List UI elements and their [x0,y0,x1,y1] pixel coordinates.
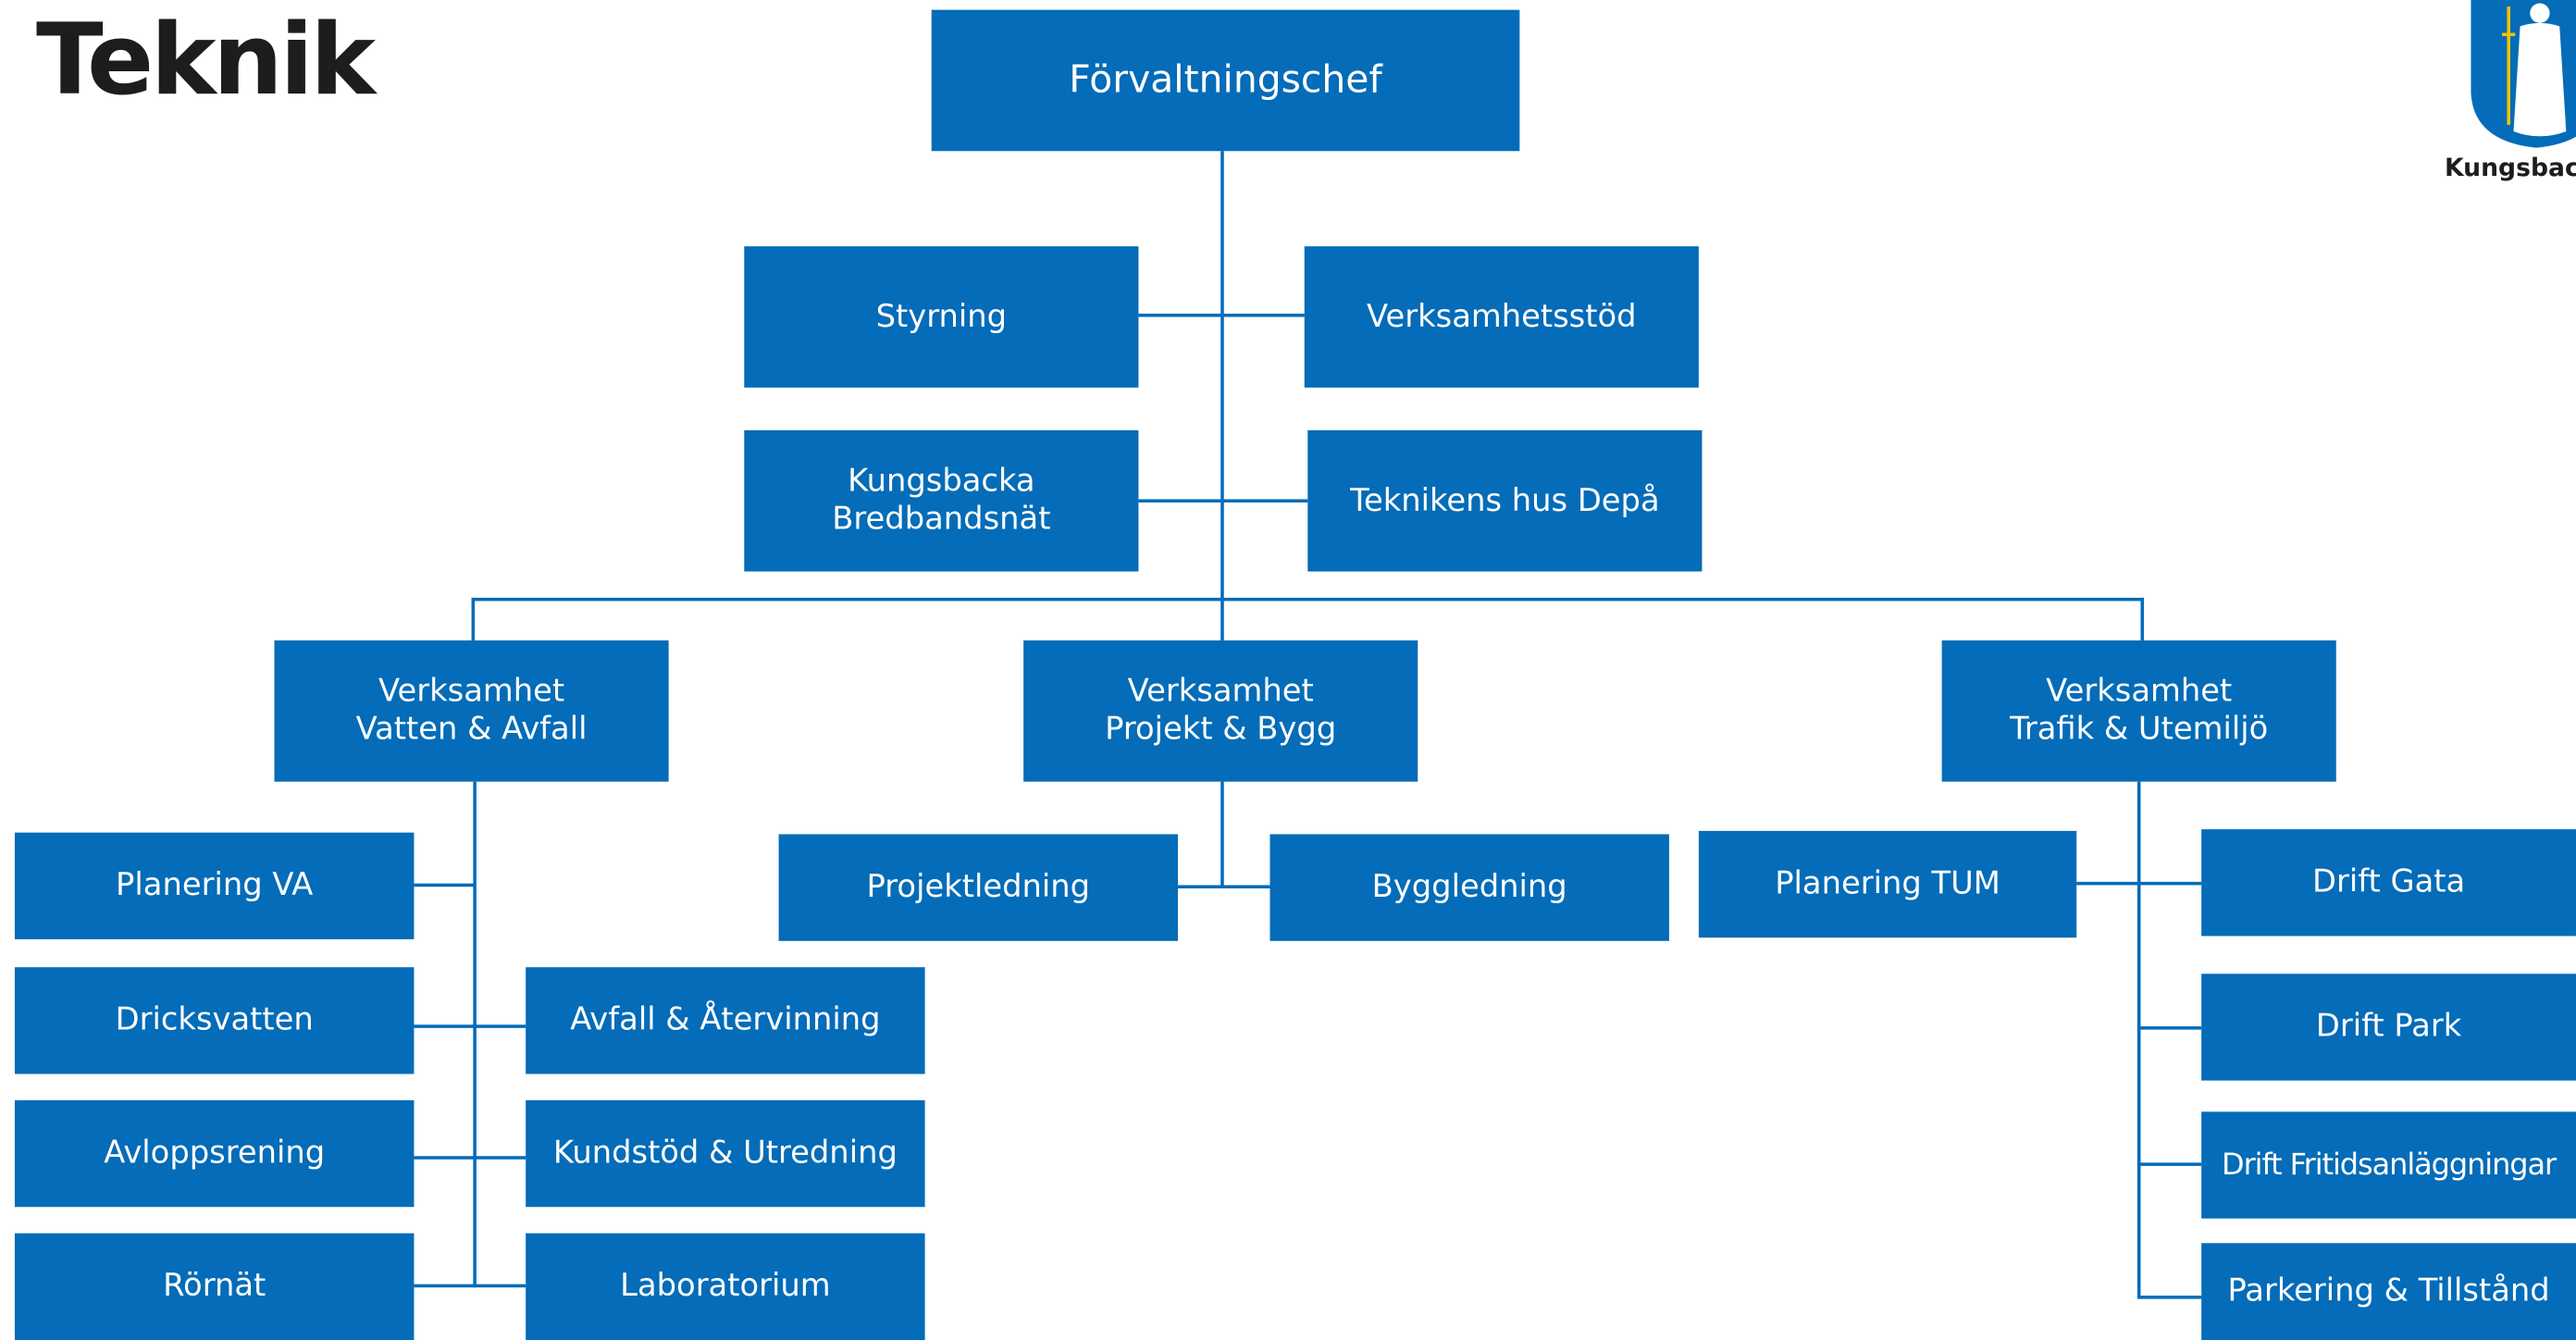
avfall-atervinning-box: Avfall & Återvinning [526,967,925,1074]
kundstod-utredning-box: Kundstöd & Utredning [526,1099,925,1208]
connector-line [1220,151,1224,602]
planering-tum-box: Planering TUM [1698,830,2077,938]
connector-line [473,781,477,1288]
verksamhet-vatten-avfall-box: Verksamhet Vatten & Avfall [274,640,669,782]
connector-line [1220,601,1224,641]
connector-line [1138,499,1308,502]
planering-va-box: Planering VA [14,832,415,940]
connector-line [414,1024,526,1028]
coat-of-arms-icon [2471,0,2576,148]
byggledning-box: Byggledning [1269,834,1669,941]
drift-gata-box: Drift Gata [2201,829,2576,937]
parkering-tillstand-box: Parkering & Tillstånd [2201,1243,2576,1340]
verksamhet-trafik-utemiljo-box: Verksamhet Trafik & Utemiljö [1941,640,2336,782]
forvaltningschef-box: Förvaltningschef [931,9,1520,152]
drift-park-box: Drift Park [2201,974,2576,1081]
connector-line [2136,1026,2202,1030]
connector-line [414,1284,526,1288]
styrning-box: Styrning [744,246,1139,388]
teknikens-hus-depa-box: Teknikens hus Depå [1307,429,1703,572]
dricksvatten-box: Dricksvatten [14,967,415,1074]
connector-line [2136,1162,2202,1166]
connector-line [2136,1296,2202,1299]
connector-line [414,1156,526,1160]
projektledning-box: Projektledning [778,834,1179,941]
logo-text: Kungsbacka [2444,153,2576,182]
connector-line [2136,781,2141,1297]
drift-fritidsanlaggningar-box: Drift Fritidsanläggningar [2201,1111,2576,1219]
verksamhetsstod-box: Verksamhetsstöd [1304,246,1699,388]
page-title: Teknik [36,3,376,118]
connector-line [1138,313,1305,317]
verksamhet-projekt-bygg-box: Verksamhet Projekt & Bygg [1023,640,1418,782]
avloppsrening-box: Avloppsrening [14,1099,415,1208]
connector-line [471,597,2145,602]
connector-line [414,883,476,887]
rornat-box: Rörnät [14,1233,415,1340]
connector-line [471,597,476,641]
bredbandsnat-box: Kungsbacka Bredbandsnät [744,429,1139,572]
connector-line [2076,881,2202,886]
laboratorium-box: Laboratorium [526,1233,925,1340]
connector-line [1178,885,1270,889]
kungsbacka-logo: Kungsbacka [2441,0,2576,184]
connector-line [2140,597,2145,641]
connector-line [1220,781,1224,887]
